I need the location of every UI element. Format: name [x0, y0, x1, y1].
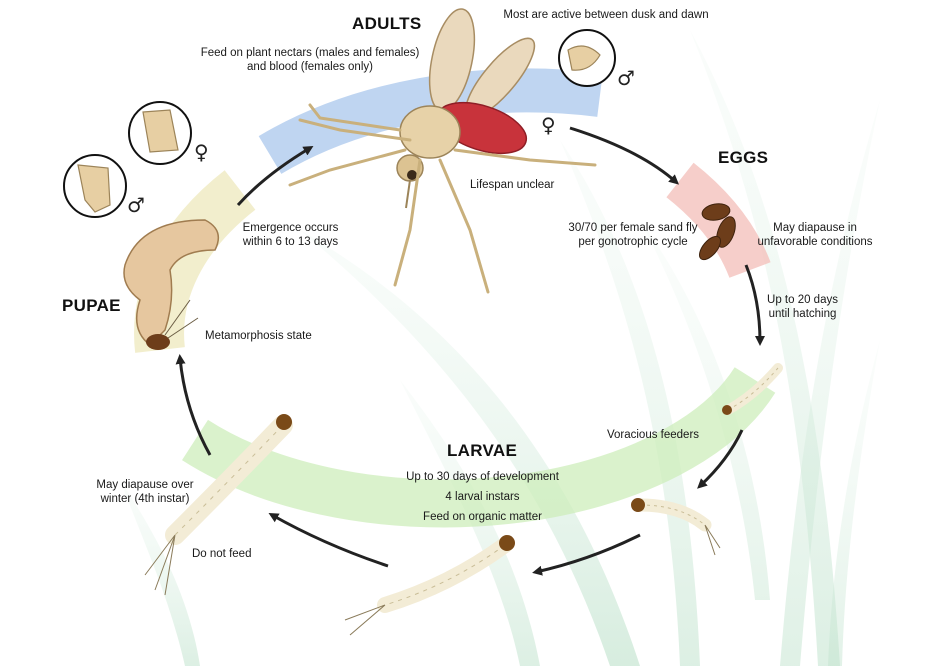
- larvae-diapause-text: May diapause over winter (4th instar): [96, 479, 194, 505]
- larva-instar-4: [144, 414, 293, 596]
- arrow-pupa-to-adult: [236, 145, 314, 207]
- eggs-hatching-text: Up to 20 days until hatching: [767, 294, 838, 320]
- adults-feeding-text: Feed on plant nectars (males and females…: [200, 47, 420, 73]
- larva-instar-3: [344, 535, 515, 636]
- arrow-larva2-to-larva3: [532, 533, 641, 576]
- adults-lifespan-text: Lifespan unclear: [470, 179, 555, 191]
- larva-instar-2: [631, 498, 721, 556]
- female-genitalia-inset: [128, 101, 192, 165]
- larvae-title: LARVAE: [447, 441, 518, 460]
- male-antenna-inset: [558, 29, 616, 87]
- adults-title: ADULTS: [352, 14, 422, 33]
- arrow-larva3-to-larva4: [268, 513, 389, 568]
- male-symbol-antenna-icon: ♂: [617, 66, 635, 90]
- pupae-metamorphosis-text: Metamorphosis state: [205, 330, 312, 342]
- eggs-count-text: 30/70 per female sand fly per gonotrophi…: [568, 222, 698, 248]
- larvae-band: [182, 366, 776, 528]
- arrow-eggs-to-larvae: [744, 264, 765, 346]
- pupa-illustration: [123, 219, 220, 350]
- larvae-voracious-text: Voracious feeders: [606, 429, 700, 441]
- larvae-food-text: Feed on organic matter: [423, 511, 542, 523]
- larvae-instars-text: 4 larval instars: [445, 491, 520, 503]
- arrow-larva1-to-larva2: [697, 429, 744, 489]
- pupae-title: PUPAE: [62, 296, 121, 315]
- adult-sand-fly-illustration: [288, 8, 597, 294]
- adults-band: [258, 68, 603, 174]
- pupae-no-feed-text: Do not feed: [192, 548, 252, 560]
- larvae-development-text: Up to 30 days of development: [406, 471, 559, 483]
- larva-instar-1: [722, 363, 783, 415]
- grass-background: [120, 30, 880, 666]
- eggs-title: EGGS: [718, 148, 769, 167]
- arrow-adults-to-eggs: [569, 126, 679, 185]
- female-symbol-adult-icon: ♀: [541, 113, 556, 137]
- arrow-larva4-to-pupa: [175, 354, 212, 456]
- adults-activity-text: Most are active between dusk and dawn: [503, 9, 709, 21]
- pupae-emergence-text: Emergence occurs within 6 to 13 days: [242, 222, 339, 248]
- eggs-diapause-text: May diapause in unfavorable conditions: [757, 222, 873, 248]
- cycle-arrows: [175, 126, 765, 576]
- female-symbol-icon: ♀: [194, 140, 209, 164]
- male-symbol-icon: ♂: [127, 193, 145, 217]
- eggs-illustration: [699, 203, 736, 261]
- male-genitalia-inset: [63, 154, 127, 218]
